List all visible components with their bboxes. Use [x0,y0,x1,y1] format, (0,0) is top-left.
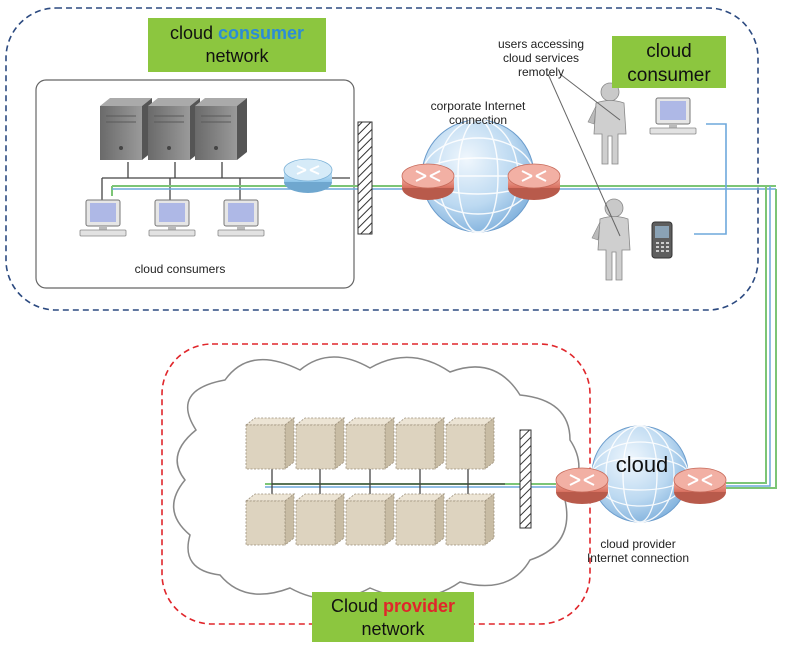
provider-cloud-shape [172,356,580,600]
cloud-consumer-label: cloud consumer [612,36,726,88]
provider-label-word3: network [361,618,425,639]
users-accessing-label: users accessing cloud services remotely [497,37,585,79]
users-callout-lines [547,73,621,237]
provider-server-icon [295,417,345,470]
provider-network-label: Cloud provider network [312,592,474,642]
cloud-word-label: cloud [615,452,669,477]
provider-router-left-icon [555,467,609,505]
provider-server-icon [395,417,445,470]
provider-firewall-icon [519,429,532,529]
provider-server-icon [345,417,395,470]
provider-server-icon [445,417,495,470]
consumers-lan-box [35,79,355,289]
remote-user-phone-icon [591,198,631,281]
consumer-label-word2: consumer [218,23,305,43]
lan-router-icon [283,158,333,193]
consumer-network-label: cloud consumer network [148,18,326,72]
provider-server-icon [245,417,295,470]
consumer-server-icon [99,97,153,161]
consumer-computer-icon [148,199,196,237]
corporate-connection-label: corporate Internet connection [430,99,526,127]
provider-label-word1: Cloud [330,596,378,616]
consumer-server-icon [194,97,248,161]
mobile-phone-icon [651,221,673,259]
provider-server-icon [395,493,445,546]
consumer-server-icon [147,97,201,161]
remote-desktop-icon [649,97,697,135]
consumers-caption: cloud consumers [134,262,226,276]
remote-user-desktop-icon [587,82,627,165]
corporate-router-right-icon [507,163,561,201]
corporate-router-left-icon [401,163,455,201]
consumer-computer-icon [217,199,265,237]
provider-server-icon [295,493,345,546]
consumer-network-boundary [5,7,759,311]
provider-label-word2: provider [383,596,456,616]
consumer-label-word1: cloud [169,23,213,43]
provider-server-icon [445,493,495,546]
provider-connection-label: cloud provider Internet connection [586,537,690,565]
provider-network-boundary [161,343,591,625]
provider-server-icon [245,493,295,546]
consumer-computer-icon [79,199,127,237]
consumer-label-word3: network [205,45,269,66]
provider-server-icon [345,493,395,546]
consumer-firewall-icon [357,121,373,235]
